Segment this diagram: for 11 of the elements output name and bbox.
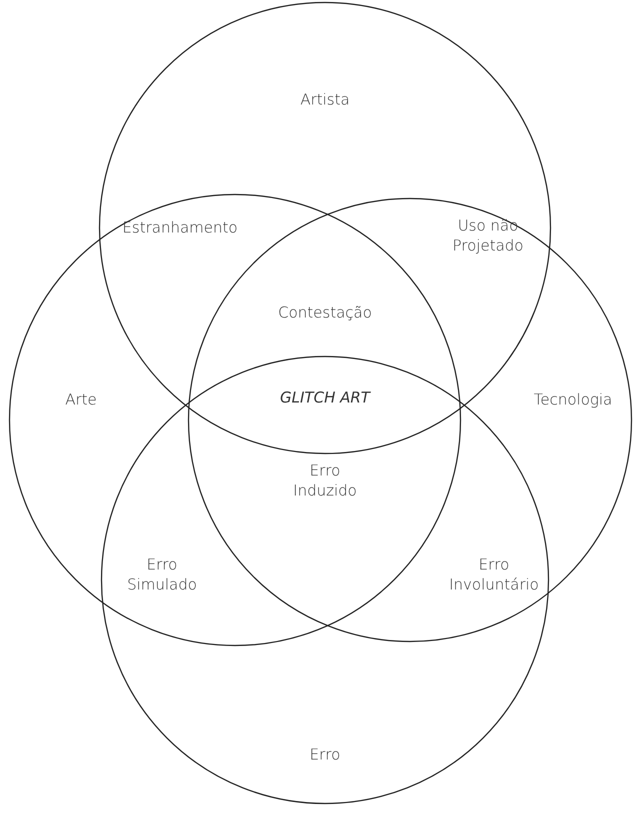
region-label: Erro Induzido [292,462,358,500]
circle-label: Artista [300,90,350,110]
region-label: Erro Simulado [126,556,198,594]
region-label: Estranhamento [122,218,238,238]
circle-label: Tecnologia [534,390,612,410]
region-label: GLITCH ART [280,388,370,408]
circle-label: Arte [65,390,97,410]
region-label: Uso não Projetado [452,216,524,256]
circle-label: Erro [310,745,340,765]
region-label: Erro Involuntário [448,556,540,594]
region-label: Contestação [278,303,372,323]
